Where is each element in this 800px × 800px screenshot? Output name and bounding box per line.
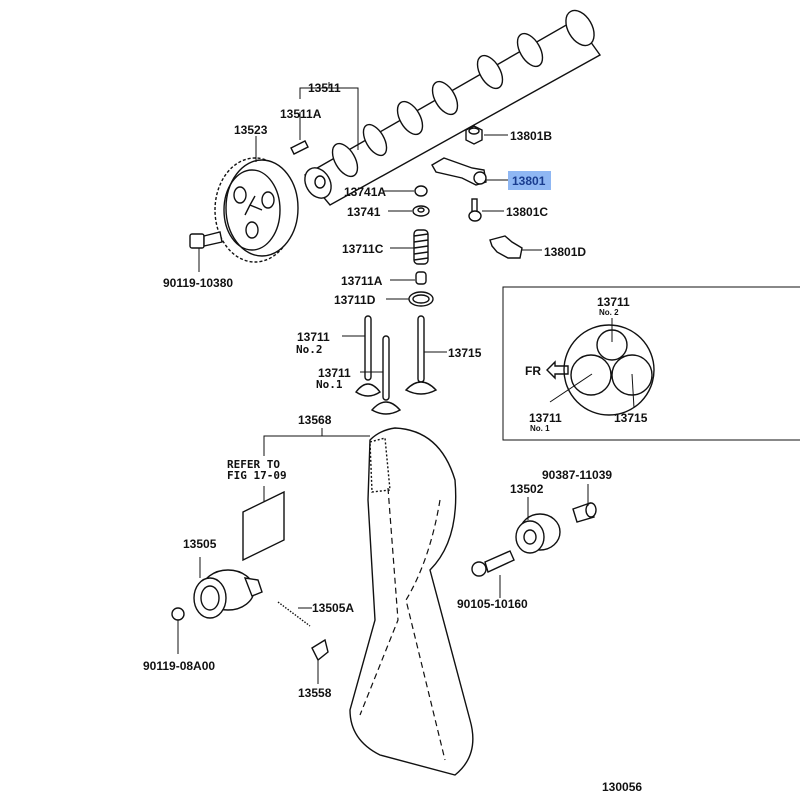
inset-label-13711-no2: 13711 [597,295,630,309]
seal-13711A[interactable] [415,271,427,285]
label-13741A[interactable]: 13741A [344,185,386,199]
valve-layout-inset [502,286,800,441]
valve-13715[interactable] [404,315,438,395]
label-13715[interactable]: 13715 [448,346,482,360]
label-13711-no2[interactable]: 13711 [297,330,330,344]
tensioner-13505[interactable] [193,569,263,619]
part-labels: 13511 13511A 13523 13801B 13801 13741A 1… [143,81,648,794]
shim-13741A[interactable] [414,185,428,197]
label-13511[interactable]: 13511 [308,81,341,95]
label-13801B[interactable]: 13801B [510,129,552,143]
valve-spring-13711C[interactable] [413,229,429,265]
selected-part-highlight [508,171,551,190]
lifter-13741[interactable] [412,205,430,217]
washer-13711D[interactable] [408,291,434,307]
camshaft[interactable] [300,6,602,206]
label-90387-11039[interactable]: 90387-11039 [542,468,612,482]
label-90119-08A00[interactable]: 90119-08A00 [143,659,215,673]
bolt-90105-10160[interactable] [471,550,515,577]
timing-belt[interactable] [349,427,474,776]
label-13801C[interactable]: 13801C [506,205,548,219]
leader-lines [177,82,589,684]
inset-fr-label: FR [525,364,541,378]
bolt-13801C[interactable] [468,198,482,222]
label-13741[interactable]: 13741 [347,205,381,219]
label-13711D[interactable]: 13711D [334,293,376,307]
cam-sprocket[interactable] [214,157,299,263]
label-13801D[interactable]: 13801D [544,245,586,259]
bolt-90119-10380[interactable] [189,231,223,249]
bolt-90119-08A00[interactable] [171,607,185,621]
label-90105-10160[interactable]: 90105-10160 [457,597,528,611]
collar-90387-11039[interactable] [572,502,597,523]
front-arrow-icon [546,360,569,380]
inset-label-13711-no1: 13711 [529,411,562,425]
label-13568[interactable]: 13568 [298,413,332,427]
label-13711-no1[interactable]: 13711 [318,366,351,380]
label-90119-10380[interactable]: 90119-10380 [163,276,233,290]
rocker-arm-13801[interactable] [431,157,487,186]
label-13711-no2-sub: No.2 [296,343,323,356]
valve-13711-no2[interactable] [354,315,382,397]
pin-13511A[interactable] [290,140,309,155]
clip-13801D[interactable] [489,235,523,259]
nut-13801B[interactable] [465,125,483,145]
inset-sub-no1: No. 1 [530,424,550,433]
inset-sub-no2: No. 2 [599,308,619,317]
label-13523[interactable]: 13523 [234,123,268,137]
idler-pulley-13502[interactable] [515,513,561,554]
label-13801[interactable]: 13801 [512,174,546,188]
label-13558[interactable]: 13558 [298,686,332,700]
spring-13505A[interactable] [277,601,311,627]
reference-sheet [242,490,285,562]
label-13711C[interactable]: 13711C [342,242,384,256]
figure-id: 130056 [602,780,642,794]
label-13511A[interactable]: 13511A [280,107,322,121]
label-13505[interactable]: 13505 [183,537,217,551]
refer-text-line2: FIG 17-09 [227,469,287,482]
refer-text-line1: REFER TO [227,458,280,471]
label-13711-no1-sub: No.1 [316,378,343,391]
valve-13711-no1[interactable] [370,335,402,415]
label-13502[interactable]: 13502 [510,482,544,496]
inset-label-13715: 13715 [614,411,648,425]
label-13711A[interactable]: 13711A [341,274,383,288]
bracket-13558[interactable] [311,638,329,662]
label-13505A[interactable]: 13505A [312,601,354,615]
